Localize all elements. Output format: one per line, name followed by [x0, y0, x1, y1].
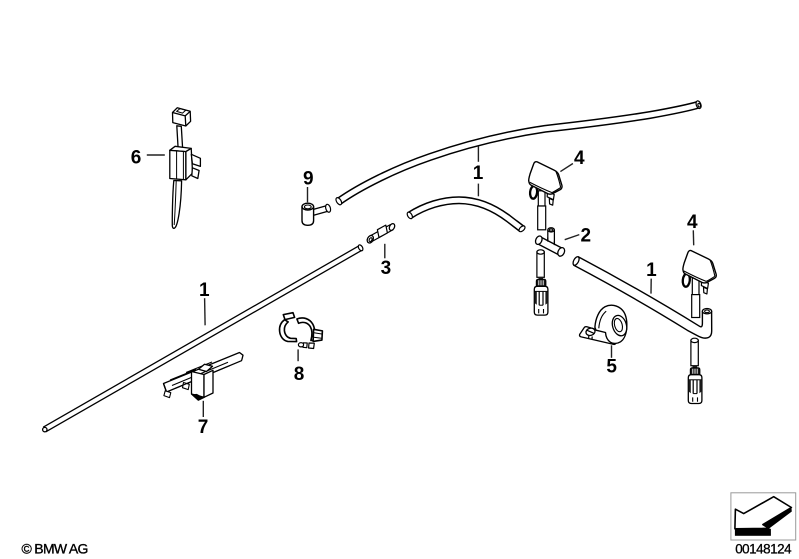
svg-text:1: 1: [646, 260, 657, 281]
svg-text:9: 9: [303, 169, 314, 190]
svg-text:1: 1: [473, 163, 484, 184]
svg-text:1: 1: [199, 280, 210, 301]
svg-text:6: 6: [131, 148, 142, 169]
svg-text:4: 4: [687, 212, 698, 233]
svg-text:4: 4: [574, 148, 585, 169]
svg-text:5: 5: [606, 357, 617, 378]
svg-text:7: 7: [198, 417, 209, 438]
svg-text:3: 3: [381, 258, 392, 279]
svg-text:2: 2: [581, 225, 592, 246]
svg-text:00148124: 00148124: [735, 541, 792, 556]
svg-text:8: 8: [294, 364, 305, 385]
svg-text:© BMW AG: © BMW AG: [22, 541, 88, 557]
